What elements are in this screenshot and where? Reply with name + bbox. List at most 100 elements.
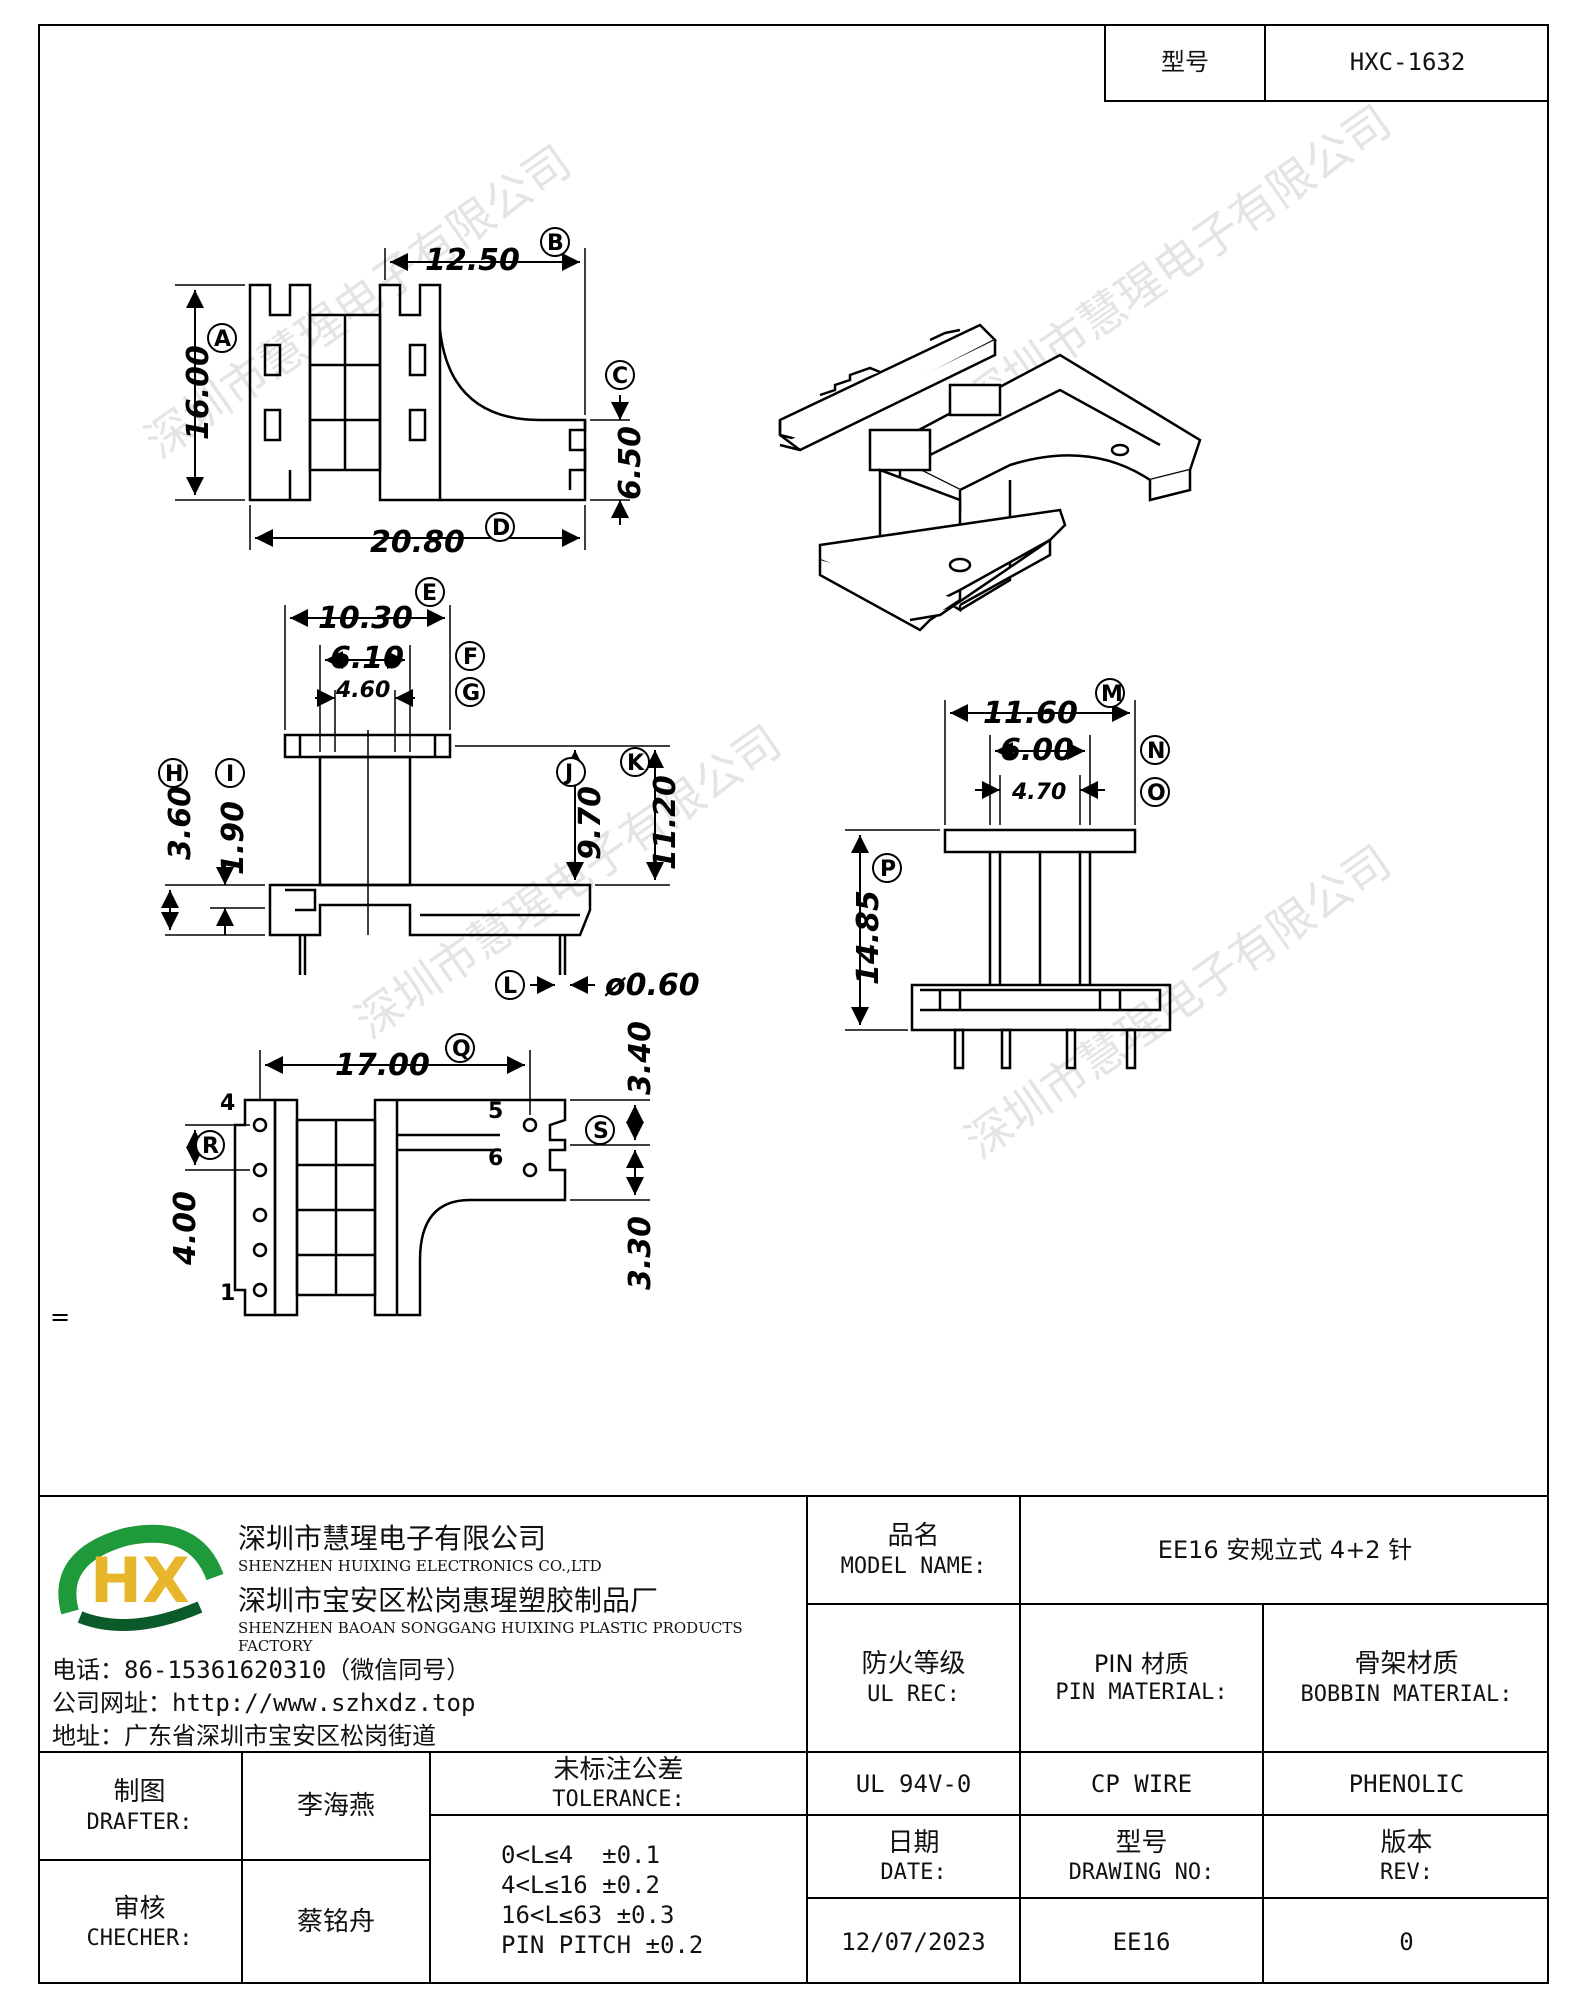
svg-text:E: E [422, 581, 437, 606]
dim-H-value: 3.60 [163, 786, 198, 860]
tolerance-3: 16<L≤63 ±0.3 [501, 1901, 675, 1929]
header-model-value: HXC-1632 [1264, 24, 1549, 102]
dim-F-value: 6.10 [330, 641, 404, 676]
dim-C-value: 6.50 [613, 426, 648, 500]
watermark-4: 深圳市慧瑆电子有限公司 [955, 835, 1400, 1169]
drafter-label-en: DRAFTER: [86, 1809, 193, 1835]
model-name-label-cn: 品名 [887, 1521, 940, 1551]
svg-text:M: M [1101, 682, 1123, 707]
bobbin-material-label-en: BOBBIN MATERIAL: [1300, 1681, 1513, 1707]
callout-I: I [215, 758, 245, 788]
tolerance-label-cn: 未标注公差 [553, 1754, 684, 1785]
side-view [161, 605, 670, 994]
pin-material-label-cn: PIN 材质 [1093, 1650, 1190, 1679]
svg-text:A: A [214, 327, 231, 352]
svg-text:D: D [492, 516, 510, 541]
callout-J: J [556, 757, 586, 787]
dim-N-value: 6.00 [1000, 733, 1074, 768]
rev-value: 0 [1262, 1897, 1549, 1984]
callout-K: K [620, 747, 650, 777]
dim-G-value: 4.60 [335, 678, 390, 703]
svg-text:K: K [627, 751, 645, 776]
callout-S: S [585, 1115, 615, 1145]
dim-J-value: 9.70 [573, 786, 608, 860]
checker-label-en: CHECHER: [86, 1926, 193, 1951]
drawing-no-label-cn: 型号 [1115, 1827, 1168, 1858]
checker-value: 蔡铭舟 [241, 1859, 431, 1984]
logo-text: HX [90, 1544, 190, 1617]
callout-B: B [540, 227, 570, 257]
callout-P: P [872, 853, 902, 883]
company-phone: 电话：86-15361620310（微信同号） [52, 1656, 471, 1684]
bottom-view [185, 1050, 650, 1317]
bobbin-material-label-cn: 骨架材质 [1354, 1649, 1459, 1679]
pin-material-label-en: PIN MATERIAL: [1055, 1680, 1228, 1706]
tolerance-2: 4<L≤16 ±0.2 [501, 1871, 660, 1899]
callout-D: D [485, 512, 515, 542]
date-label-en: DATE: [880, 1860, 947, 1885]
dim-M-value: 11.60 [983, 696, 1078, 731]
tolerance-label: 未标注公差 TOLERANCE: [429, 1751, 808, 1816]
dim-R-value: 4.00 [168, 1191, 203, 1266]
model-name-label: 品名 MODEL NAME: [806, 1495, 1021, 1605]
model-name-label-en: MODEL NAME: [840, 1553, 987, 1579]
stray-mark: = [50, 1303, 70, 1331]
drafter-value: 李海燕 [241, 1751, 431, 1861]
pin-label-5: 5 [488, 1099, 503, 1124]
company-website: 公司网址：http://www.szhxdz.top [52, 1689, 476, 1717]
date-label: 日期 DATE: [806, 1814, 1021, 1899]
svg-text:F: F [463, 645, 478, 670]
pin-label-1: 1 [220, 1281, 235, 1306]
isometric-view [778, 323, 1202, 632]
dim-A-value: 16.00 [181, 345, 216, 440]
checker-label: 审核 CHECHER: [38, 1859, 243, 1984]
dim-S-value: 3.40 [623, 1021, 658, 1095]
technical-drawing: 深圳市慧瑆电子有限公司 深圳市慧瑆电子有限公司 深圳市慧瑆电子有限公司 深圳市慧… [50, 95, 1401, 1331]
callout-N: N [1140, 735, 1170, 765]
company-logo: HX [58, 1524, 224, 1631]
ul-rec-label-en: UL REC: [867, 1681, 960, 1707]
svg-text:J: J [563, 761, 573, 786]
drawing-no-value: EE16 [1019, 1897, 1264, 1984]
factory-name-cn: 深圳市宝安区松岗惠瑆塑胶制品厂 [238, 1584, 659, 1617]
svg-text:B: B [547, 231, 564, 256]
drawing-frame [38, 24, 1549, 1984]
pin-label-6: 6 [488, 1146, 503, 1171]
callout-H: H [158, 758, 188, 788]
company-block: HX 深圳市慧瑆电子有限公司 SHENZHEN HUIXING ELECTRON… [38, 1495, 808, 1755]
dim-Q-value: 17.00 [335, 1048, 430, 1083]
date-value: 12/07/2023 [806, 1897, 1021, 1984]
ul-rec-label-cn: 防火等级 [861, 1649, 966, 1679]
model-name-value: EE16 安规立式 4+2 针 [1019, 1495, 1549, 1605]
tolerance-values: 0<L≤4 ±0.1 4<L≤16 ±0.2 16<L≤63 ±0.3 PIN … [429, 1814, 808, 1984]
callout-O: O [1140, 777, 1170, 807]
svg-text:H: H [165, 762, 183, 787]
svg-text:I: I [226, 762, 234, 787]
callout-L: L [495, 970, 525, 1000]
svg-text:S: S [593, 1119, 609, 1144]
callout-F: F [455, 641, 485, 671]
tolerance-1: 0<L≤4 ±0.1 [501, 1841, 660, 1869]
company-name-cn: 深圳市慧瑆电子有限公司 [238, 1522, 547, 1555]
svg-text:G: G [462, 681, 480, 706]
callout-A: A [207, 323, 237, 353]
callout-Q: Q [445, 1033, 475, 1063]
rev-label-en: REV: [1380, 1860, 1433, 1885]
pin-material-value: CP WIRE [1019, 1751, 1264, 1816]
callout-M: M [1095, 678, 1125, 708]
svg-text:N: N [1147, 739, 1165, 764]
callout-C: C [605, 360, 635, 390]
tolerance-4: PIN PITCH ±0.2 [501, 1931, 704, 1959]
dim-E-value: 10.30 [318, 601, 413, 636]
dim-P-value: 14.85 [851, 890, 886, 985]
rev-label: 版本 REV: [1262, 1814, 1549, 1899]
factory-name-en: SHENZHEN BAOAN SONGGANG HUIXING PLASTIC … [238, 1619, 743, 1655]
svg-text:C: C [612, 364, 628, 389]
drafter-label: 制图 DRAFTER: [38, 1751, 243, 1861]
bobbin-material-label: 骨架材质 BOBBIN MATERIAL: [1262, 1603, 1549, 1753]
tolerance-label-en: TOLERANCE: [552, 1787, 685, 1812]
dim-S2-value: 3.30 [623, 1216, 658, 1290]
callout-R: R [195, 1130, 225, 1160]
header-model-label: 型号 [1104, 24, 1266, 102]
company-name-en: SHENZHEN HUIXING ELECTRONICS CO.,LTD [238, 1557, 602, 1575]
